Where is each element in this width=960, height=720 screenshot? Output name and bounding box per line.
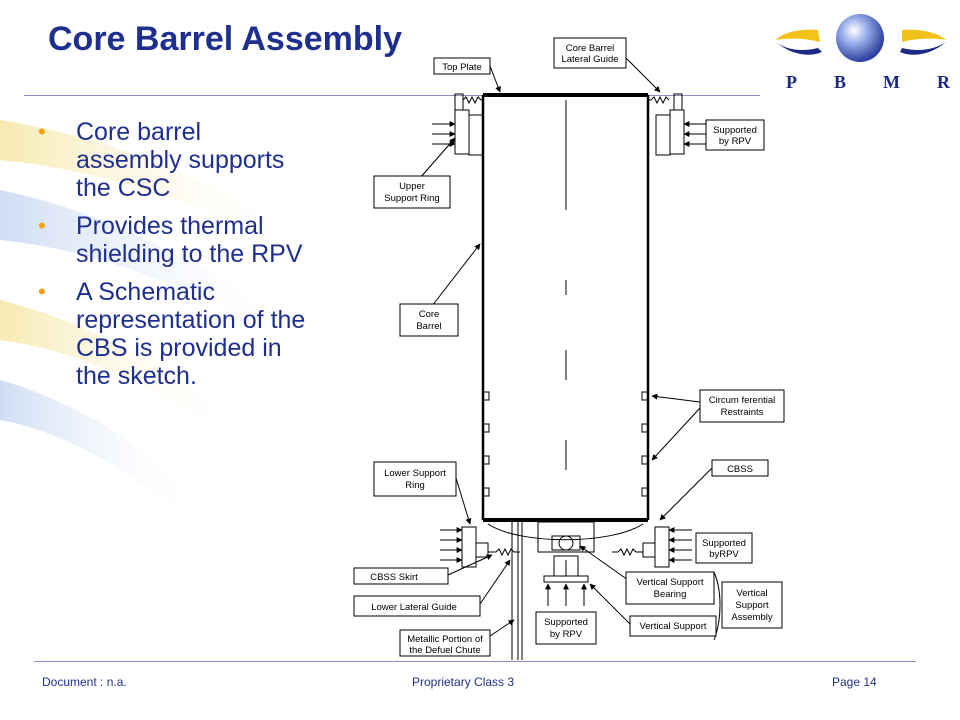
bullet-icon: • — [38, 279, 46, 304]
label-box-top-plate — [433, 57, 491, 75]
label-lower-lateral-guide: Lower Lateral Guide — [371, 602, 457, 613]
bullet-icon: • — [38, 119, 46, 144]
bullet-text: A Schematic representation of the CBS is… — [76, 278, 306, 390]
label-circumferential-restraints: Restraints — [721, 407, 764, 418]
label-supported-by-rpv-right: Supported — [702, 538, 746, 549]
bullet-text: Provides thermal shielding to the RPV — [76, 212, 303, 268]
label-lower-support-ring: Ring — [405, 480, 425, 491]
label-box-restraints — [699, 389, 785, 423]
label-metallic-portion: the Defuel Chute — [409, 645, 480, 656]
pbmr-logo-letters: P B M R — [786, 72, 950, 93]
footer-divider — [34, 661, 916, 662]
label-vertical-support-assembly: Support — [735, 600, 769, 611]
label-supported-by-rpv-bottom: Supported — [544, 617, 588, 628]
label-box-core-barrel — [399, 303, 459, 337]
label-supported-by-rpv-top: by RPV — [719, 136, 752, 147]
label-core-barrel-lateral-guide: Lateral Guide — [561, 54, 618, 65]
label-vertical-support-bearing: Bearing — [654, 589, 687, 600]
cbs-schematic-diagram: Top Plate Core Barrel Lateral Guide Supp… — [353, 37, 785, 660]
label-box-lower-guide — [353, 595, 481, 617]
label-circumferential-restraints: Circum ferential — [709, 395, 776, 406]
label-box-supported-right — [695, 532, 753, 564]
label-core-barrel: Core — [419, 309, 440, 320]
bullet-item: • Provides thermal shielding to the RPV — [38, 212, 308, 268]
label-supported-by-rpv-top: Supported — [713, 125, 757, 136]
label-core-barrel: Barrel — [416, 321, 441, 332]
footer-document: Document : n.a. — [42, 675, 127, 689]
label-box-lower-ring — [373, 461, 457, 497]
label-box-metallic-portion — [399, 629, 491, 657]
logo-letter: B — [833, 72, 846, 92]
logo-letter: R — [936, 72, 950, 92]
label-upper-support-ring: Support Ring — [384, 193, 439, 204]
label-lower-support-ring: Lower Support — [384, 468, 446, 479]
label-core-barrel-lateral-guide: Core Barrel — [566, 43, 615, 54]
logo-letter: P — [786, 72, 797, 92]
bullet-icon: • — [38, 213, 46, 238]
label-box-cbss — [711, 459, 769, 477]
bullet-list: • Core barrel assembly supports the CSC •… — [38, 118, 308, 400]
label-box-upper-ring — [373, 175, 451, 209]
label-box-cbss-skirt — [353, 567, 449, 585]
label-cbss-skirt: CBSS Skirt — [370, 572, 418, 583]
label-metallic-portion: Metallic Portion of — [407, 634, 483, 645]
label-supported-by-rpv-bottom: by RPV — [550, 629, 583, 640]
label-box-bearing — [625, 571, 715, 605]
label-box-supported-bottom — [535, 611, 597, 645]
bullet-text: Core barrel assembly supports the CSC — [76, 118, 285, 202]
pbmr-logo — [776, 14, 946, 62]
label-vertical-support-assembly: Vertical — [736, 588, 767, 599]
logo-letter: M — [882, 72, 900, 92]
header-divider — [24, 95, 760, 96]
label-cbss: CBSS — [727, 464, 753, 475]
label-box-assembly — [721, 581, 783, 629]
bullet-item: • Core barrel assembly supports the CSC — [38, 118, 308, 202]
label-supported-by-rpv-right: byRPV — [709, 549, 739, 560]
label-box-lateral-guide — [553, 37, 627, 69]
label-top-plate: Top Plate — [442, 62, 482, 73]
slide-title: Core Barrel Assembly — [48, 20, 403, 58]
label-box-vertical-support — [629, 615, 717, 637]
label-vertical-support: Vertical Support — [639, 621, 706, 632]
label-vertical-support-bearing: Vertical Support — [636, 577, 703, 588]
footer-page-number: Page 14 — [832, 675, 877, 689]
bullet-item: • A Schematic representation of the CBS i… — [38, 278, 308, 390]
label-box-supported-top — [705, 119, 765, 151]
footer-classification: Proprietary Class 3 — [412, 675, 515, 689]
label-upper-support-ring: Upper — [399, 181, 425, 192]
label-vertical-support-assembly: Assembly — [731, 612, 772, 623]
